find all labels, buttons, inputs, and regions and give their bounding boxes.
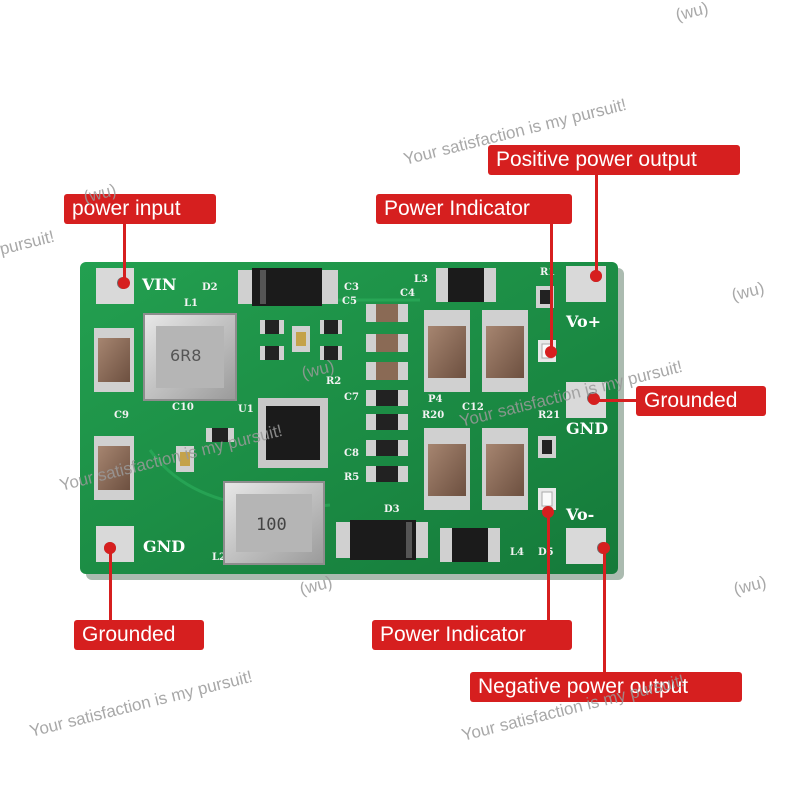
capacitor-out-4 — [482, 428, 528, 510]
svg-text:L4: L4 — [510, 547, 524, 558]
diode-d2 — [238, 268, 338, 306]
capacitor-out-2 — [482, 310, 528, 392]
callout-positive-output: Positive power output — [488, 145, 740, 175]
capacitor-out-1 — [424, 310, 470, 392]
dot-led-top — [545, 346, 557, 358]
inductor-100-marking: 100 — [256, 515, 287, 535]
svg-text:R5: R5 — [344, 472, 359, 483]
callout-grounded-right: Grounded — [636, 386, 766, 416]
leader-indicator-top — [550, 224, 553, 352]
inductor-6r8-marking: 6R8 — [170, 346, 201, 365]
inductor-6r8: 6R8 — [143, 313, 237, 401]
svg-text:C7: C7 — [344, 392, 359, 403]
inductor-l3 — [436, 268, 496, 302]
dot-gnd-right — [588, 393, 600, 405]
smd-group-left — [176, 320, 342, 472]
inductor-100: 100 — [223, 481, 325, 565]
leader-grounded-left — [109, 548, 112, 622]
silk-vo-plus: Vo+ — [565, 312, 601, 331]
svg-text:C9: C9 — [114, 410, 129, 421]
leader-indicator-bottom — [547, 512, 550, 622]
svg-text:U1: U1 — [238, 404, 254, 415]
svg-text:L2: L2 — [212, 552, 226, 563]
smd-column-middle — [366, 304, 408, 482]
svg-text:L3: L3 — [414, 274, 428, 285]
dot-vin — [118, 277, 130, 289]
callout-grounded-left: Grounded — [74, 620, 204, 650]
silk-gnd-left: GND — [143, 537, 185, 556]
dot-vo-plus — [590, 270, 602, 282]
dot-vo-minus — [598, 542, 610, 554]
capacitor-c9 — [94, 436, 134, 500]
power-indicator-led-bottom — [538, 436, 556, 510]
capacitor-out-3 — [424, 428, 470, 510]
svg-text:C12: C12 — [462, 402, 484, 413]
callout-negative-output: Negative power output — [470, 672, 742, 702]
svg-text:R2: R2 — [326, 376, 341, 387]
svg-text:C10: C10 — [172, 402, 194, 413]
dot-led-bottom — [542, 506, 554, 518]
leader-positive-output — [595, 175, 598, 275]
svg-text:D3: D3 — [384, 504, 400, 515]
silk-vin: VIN — [141, 275, 177, 294]
svg-text:C3: C3 — [344, 282, 359, 293]
inductor-l4 — [440, 528, 500, 562]
callout-power-input: power input — [64, 194, 216, 224]
svg-text:D5: D5 — [538, 547, 554, 558]
svg-text:R21: R21 — [538, 410, 560, 421]
leader-negative-output — [603, 548, 606, 672]
capacitor-c-input-top — [94, 328, 134, 392]
svg-text:P4: P4 — [428, 394, 443, 405]
svg-text:C5: C5 — [342, 296, 357, 307]
svg-text:C8: C8 — [344, 448, 359, 459]
svg-text:L1: L1 — [184, 298, 198, 309]
ic-u1 — [258, 398, 328, 468]
svg-text:D2: D2 — [202, 282, 218, 293]
silk-gnd-right: GND — [566, 419, 608, 438]
svg-text:R1: R1 — [540, 267, 555, 278]
svg-text:R20: R20 — [422, 410, 444, 421]
silk-vo-minus: Vo- — [565, 505, 594, 524]
leader-grounded-right — [594, 399, 636, 402]
leader-power-input — [123, 224, 126, 280]
callout-power-indicator-bottom: Power Indicator — [372, 620, 572, 650]
diode-d3 — [336, 520, 428, 560]
callout-power-indicator-top: Power Indicator — [376, 194, 572, 224]
svg-text:C4: C4 — [400, 288, 415, 299]
dot-gnd-left — [104, 542, 116, 554]
